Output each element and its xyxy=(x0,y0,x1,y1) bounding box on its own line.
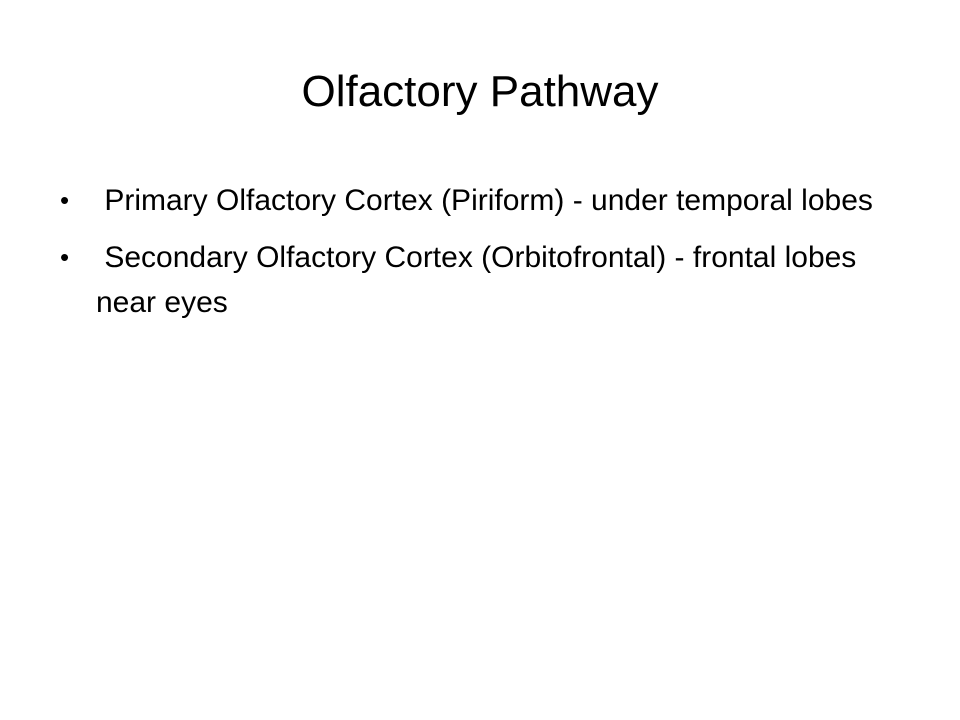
bullet-text: Primary Olfactory Cortex (Piriform) - un… xyxy=(96,184,873,217)
bullet-text: Secondary Olfactory Cortex (Orbitofronta… xyxy=(96,241,865,319)
bullet-item-secondary-cortex: • Secondary Olfactory Cortex (Orbitofron… xyxy=(60,235,880,325)
bullet-item-primary-cortex: • Primary Olfactory Cortex (Piriform) - … xyxy=(60,178,880,223)
bullet-list: • Primary Olfactory Cortex (Piriform) - … xyxy=(60,178,880,337)
bullet-point-icon: • xyxy=(60,242,70,272)
bullet-point-icon: • xyxy=(60,185,70,215)
slide-title: Olfactory Pathway xyxy=(301,67,659,116)
